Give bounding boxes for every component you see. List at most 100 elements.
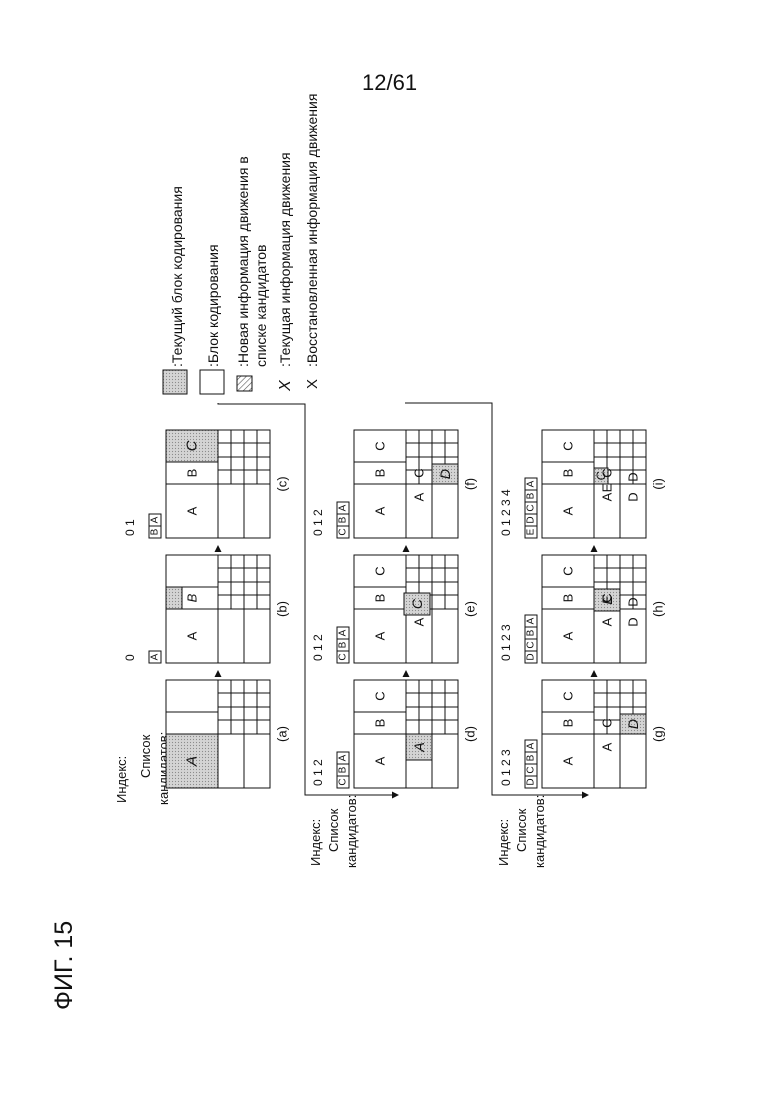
index-label: Индекс: [114, 756, 129, 803]
candidate-list-entry: D [526, 653, 537, 660]
panel-e: ABCAC(e)CBA0 1 2 [311, 555, 478, 663]
candidate-list-label-l1: Список [138, 734, 153, 778]
index-label: Индекс: [496, 819, 511, 866]
panel-d: ABCA(d)CBA0 1 2 [311, 680, 478, 788]
panel-label: (i) [651, 478, 666, 490]
block-letter-a: A [561, 756, 576, 765]
block-letter-c: C [561, 691, 576, 700]
legend-new-motion-l1: :Новая информация движения в [235, 156, 251, 367]
panel-i: ABCACDDEC(i)EDCBA0 1 2 3 4 [499, 430, 666, 538]
block-letter-e: E [600, 483, 615, 492]
panel-label: (c) [275, 476, 290, 491]
block-letter-c: C [561, 566, 576, 575]
panel-h: ABCACDDE(h)DCBA0 1 2 3 [499, 555, 666, 663]
block-letter-d2: D [626, 597, 641, 606]
candidate-list-entry: C [526, 504, 537, 511]
block-letter-a2: A [412, 492, 427, 501]
candidate-list-entry: C [338, 528, 349, 535]
candidate-index: 0 [123, 654, 137, 661]
candidate-list-entry: C [526, 766, 537, 773]
block-letter-b: B [373, 719, 388, 728]
block-letter-c: C [561, 441, 576, 450]
legend-coding-block-swatch [200, 370, 224, 394]
index-label: Индекс: [308, 819, 323, 866]
candidate-index: 0 1 2 3 [499, 624, 513, 661]
candidate-list-entry: B [338, 516, 349, 523]
legend-restored-motion-symbol: X [304, 379, 321, 389]
candidate-list-label-l1: Список [326, 808, 341, 852]
candidate-list-entry: D [526, 778, 537, 785]
candidate-index: 0 1 2 [311, 759, 325, 786]
candidate-list-entry: E [526, 528, 537, 535]
panel-label: (h) [651, 601, 666, 617]
block-letter-a2: A [600, 617, 615, 626]
candidate-list-entry: B [526, 492, 537, 499]
panels: A(a)AB(b)A0ABC(c)BA0 1ABCA(d)CBA0 1 2ABC… [123, 430, 666, 788]
candidate-list-entry: D [526, 516, 537, 523]
block-letter-c: C [373, 441, 388, 450]
legend-restored-motion: :Восстановленная информация движения [304, 94, 320, 367]
block-letter-b: B [373, 469, 388, 478]
block-letter-c: C [373, 691, 388, 700]
current-block-letter: D [625, 719, 641, 729]
candidate-list-entry: B [338, 766, 349, 773]
block-letter-a: A [185, 506, 200, 515]
block-letter-d: D [626, 617, 641, 626]
candidate-list-entry: A [526, 480, 537, 487]
candidate-index: 0 1 [123, 519, 137, 536]
panel-c: ABC(c)BA0 1 [123, 430, 290, 538]
legend-new-motion-l2: списке кандидатов [253, 245, 269, 367]
block-letter-b: B [185, 593, 200, 602]
current-block-letter: A [184, 756, 201, 767]
candidate-list-entry: B [338, 641, 349, 648]
legend-current-block-swatch [163, 370, 187, 394]
block-letter-c2: C [412, 468, 427, 477]
block-letter-a: A [373, 631, 388, 640]
candidate-list-entry: B [526, 629, 537, 636]
current-block-letter: D [437, 469, 453, 479]
legend-new-motion-swatch [237, 376, 252, 391]
candidate-list-entry: B [526, 754, 537, 761]
block-letter-c: C [184, 440, 201, 451]
candidate-index: 0 1 2 3 [499, 749, 513, 786]
candidate-list-entry: C [338, 778, 349, 785]
block-letter-b: B [561, 469, 576, 478]
row-label-2: Индекс: Список кандидатов: [308, 795, 359, 868]
block-letter-b: B [561, 594, 576, 603]
block-letter-a: A [373, 506, 388, 515]
current-block-letter: E [599, 595, 615, 605]
candidate-list-entry: A [526, 617, 537, 624]
block-letter-a2: A [412, 617, 427, 626]
block-letter-a: A [185, 631, 200, 640]
panel-label: (b) [275, 601, 290, 617]
candidate-list-entry: A [338, 754, 349, 761]
row-label-1: Индекс: Список кандидатов: [114, 732, 171, 805]
candidate-list-entry: A [150, 516, 161, 523]
panel-f: ABCACD(f)CBA0 1 2 [311, 430, 478, 538]
candidate-list-entry: A [526, 742, 537, 749]
current-block-letter: A [411, 742, 427, 752]
candidate-list-label-l2: кандидатов: [532, 795, 547, 868]
current-block-shade [166, 587, 182, 609]
block-letter-a: A [561, 506, 576, 515]
candidate-list-label-l2: кандидатов: [344, 795, 359, 868]
block-letter-c2: C [600, 718, 615, 727]
candidate-list-label-l1: Список [514, 808, 529, 852]
panel-label: (f) [463, 478, 478, 490]
current-block-letter: C [409, 598, 425, 609]
candidate-index: 0 1 2 3 4 [499, 489, 513, 536]
current-block-letter: C [594, 471, 608, 480]
block-letter-a2: A [600, 742, 615, 751]
panel-label: (a) [275, 726, 290, 742]
block-letter-a2: A [600, 492, 615, 501]
candidate-index: 0 1 2 [311, 509, 325, 536]
panel-b: AB(b)A0 [123, 555, 290, 663]
legend-current-motion-symbol: X [277, 379, 294, 392]
block-letter-d: D [626, 492, 641, 501]
block-letter-a: A [561, 631, 576, 640]
candidate-list-entry: C [526, 641, 537, 648]
panel-a: A (a) [166, 680, 290, 788]
candidate-index: 0 1 2 [311, 634, 325, 661]
block-letter-b: B [373, 594, 388, 603]
